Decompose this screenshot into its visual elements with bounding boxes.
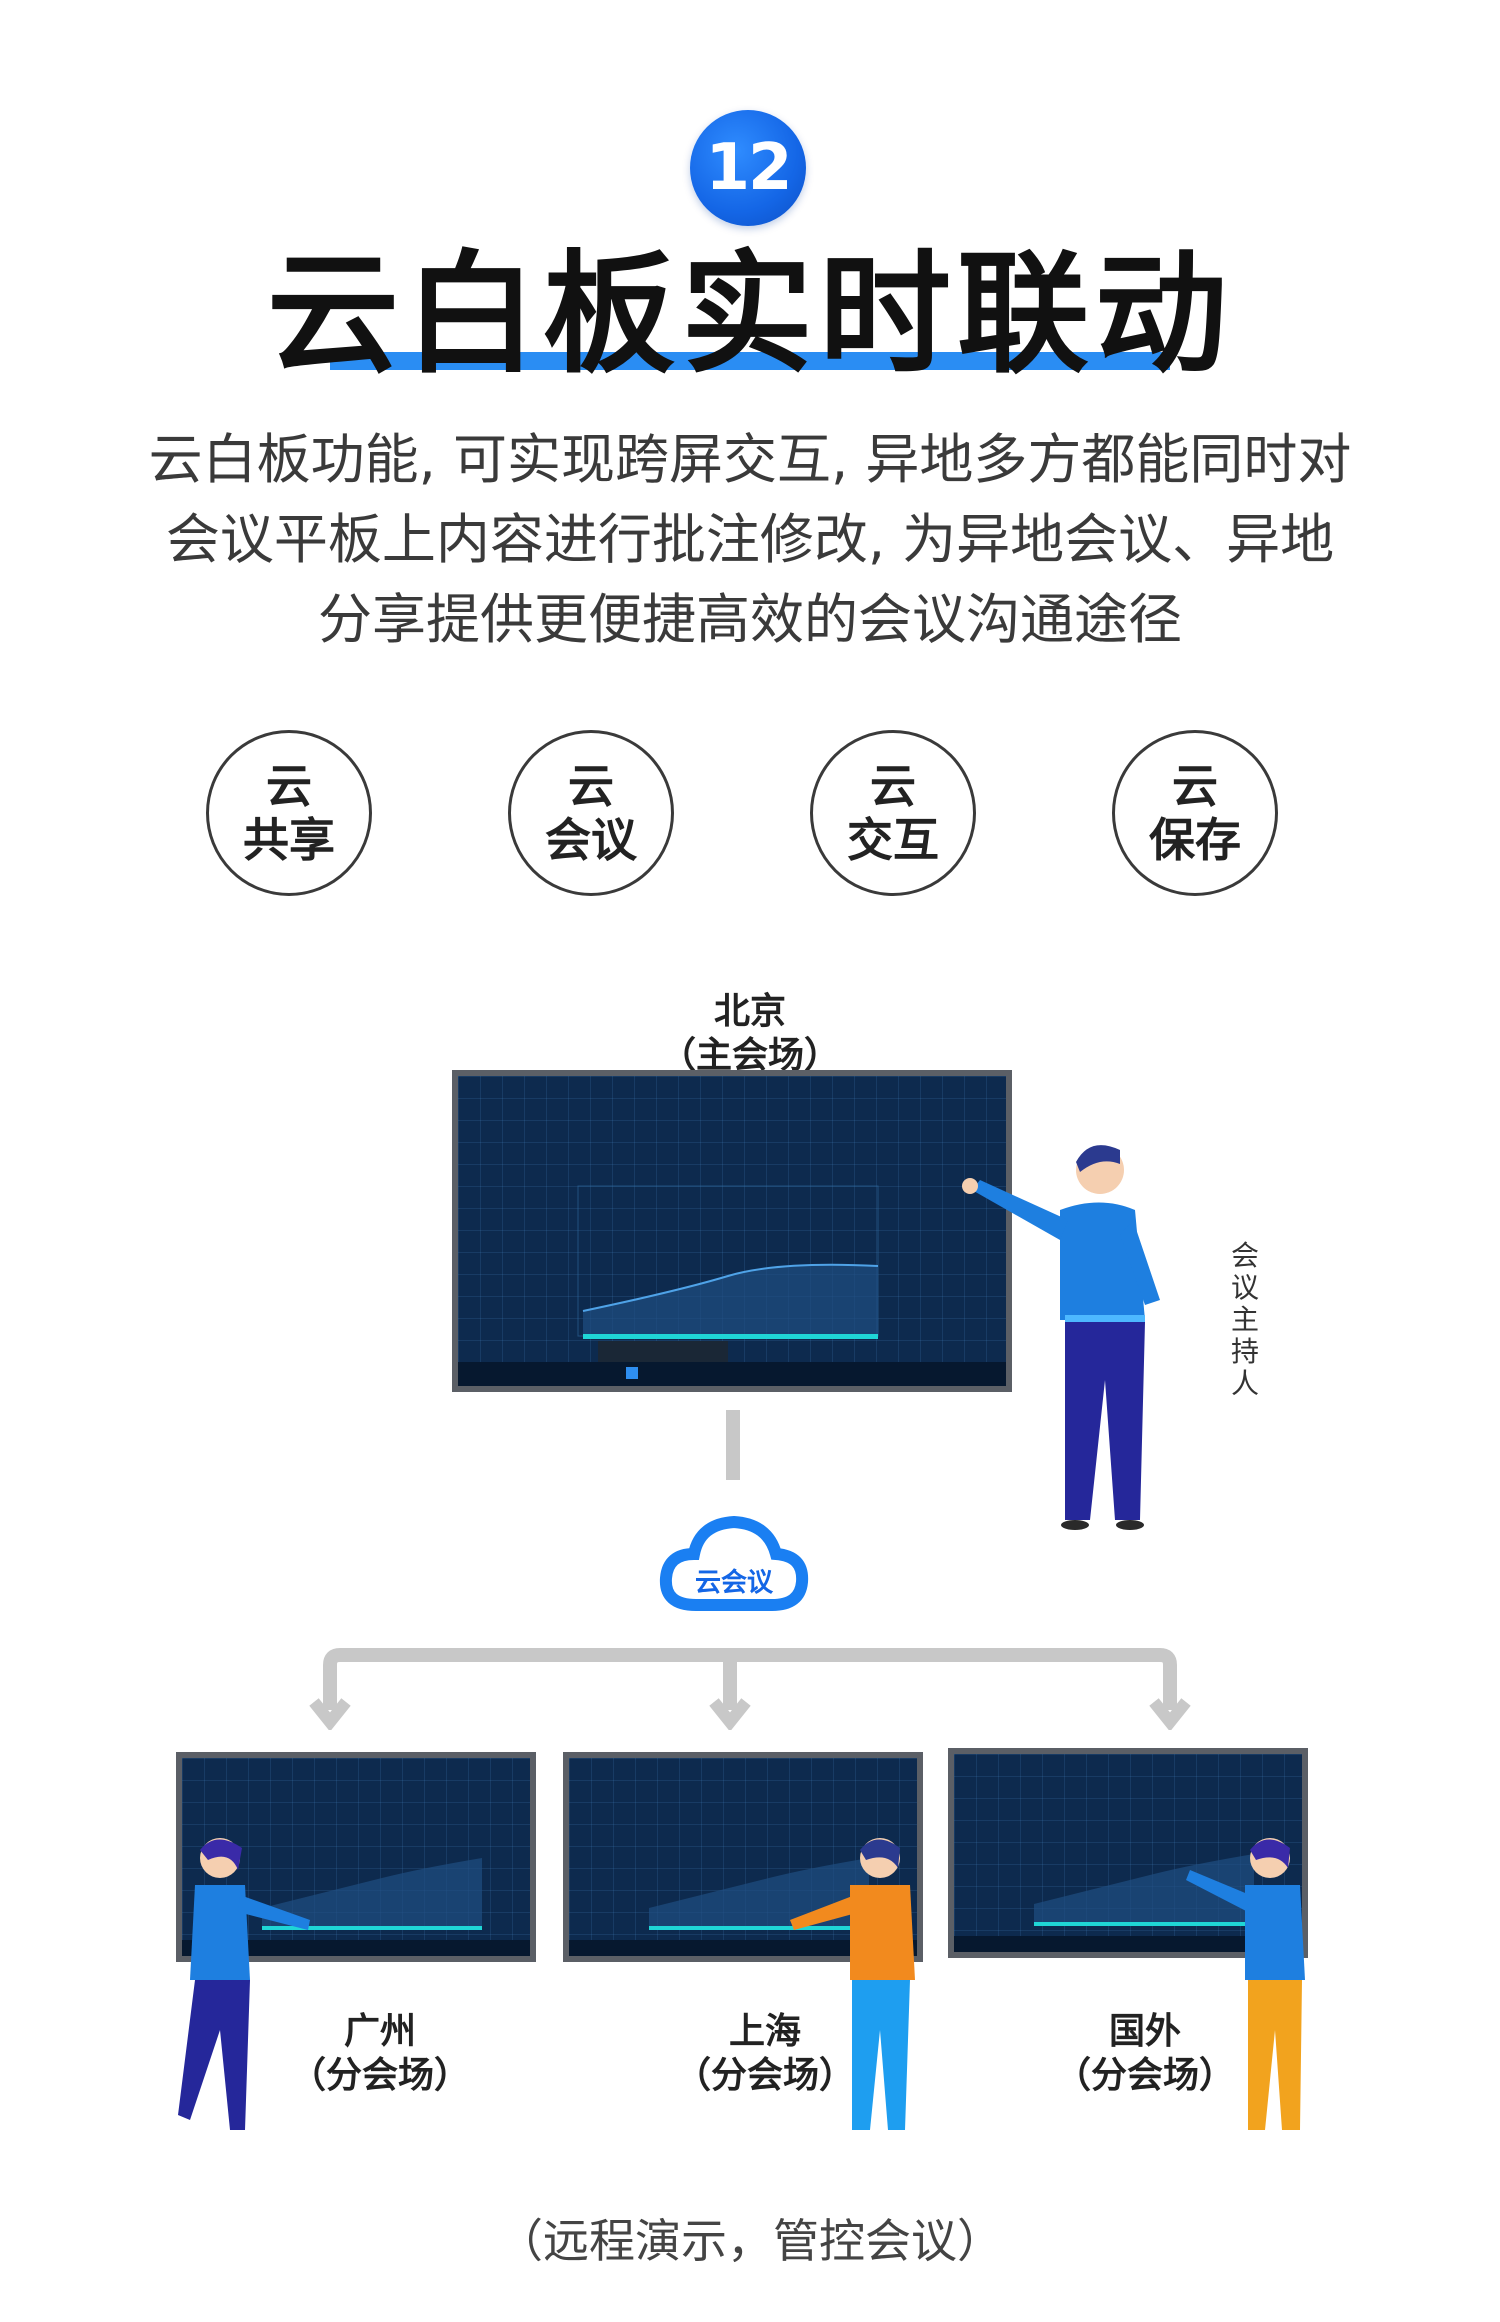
feature-line1: 云 (1172, 759, 1218, 813)
feature-line1: 云 (568, 759, 614, 813)
feature-line2: 会议 (545, 813, 637, 867)
branch-role: （分会场） (289, 2055, 470, 2096)
description: 云白板功能, 可实现跨屏交互, 异地多方都能同时对 会议平板上内容进行批注修改,… (90, 420, 1410, 660)
branch-label-overseas: 国外 （分会场） (995, 2010, 1295, 2098)
whiteboard-content (954, 1854, 1302, 1952)
presenter-figure (962, 1145, 1160, 1530)
branch-role: （分会场） (674, 2055, 855, 2096)
feature-cloud-save: 云 保存 (1112, 730, 1278, 896)
whiteboard-content (569, 1858, 917, 1956)
feature-line2: 交互 (847, 813, 939, 867)
feature-cloud-share: 云 共享 (206, 730, 372, 896)
page-title: 云白板实时联动 (267, 238, 1233, 392)
feature-cloud-meeting: 云 会议 (508, 730, 674, 896)
cloud-icon (659, 1515, 809, 1611)
whiteboard-content (182, 1858, 530, 1956)
main-whiteboard-screen (452, 1070, 1012, 1392)
description-line: 云白板功能, 可实现跨屏交互, 异地多方都能同时对 (148, 428, 1352, 491)
title-underline (330, 352, 1170, 370)
branch-label-guangzhou: 广州 （分会场） (230, 2010, 530, 2098)
section-number: 12 (705, 131, 792, 205)
branch-city: 国外 (1108, 2011, 1181, 2052)
footer-caption: （远程演示，管控会议） (497, 2214, 1003, 2268)
description-line: 会议平板上内容进行批注修改, 为异地会议、异地 (165, 508, 1335, 571)
branch-city: 广州 (343, 2011, 416, 2052)
main-site-city: 北京 (713, 991, 786, 1032)
feature-line2: 共享 (243, 813, 335, 867)
branch-screen-overseas (948, 1748, 1308, 1958)
vertical-connector (726, 1410, 740, 1480)
branch-screen-shanghai (563, 1752, 923, 1962)
host-label: 会议主持人 (1230, 1239, 1259, 1400)
feature-line1: 云 (870, 759, 916, 813)
main-site-label: 北京 （主会场） (600, 990, 900, 1078)
whiteboard-content (458, 1185, 1006, 1386)
section-number-badge: 12 (690, 110, 806, 226)
feature-line1: 云 (266, 759, 312, 813)
branch-role: （分会场） (1054, 2055, 1235, 2096)
branch-person-shanghai (790, 1838, 915, 2130)
feature-cloud-interaction: 云 交互 (810, 730, 976, 896)
feature-line2: 保存 (1149, 813, 1241, 867)
branch-person-guangzhou (178, 1838, 310, 2130)
description-line: 分享提供更便捷高效的会议沟通途径 (318, 588, 1182, 651)
title-wrap: 云白板实时联动 (0, 245, 1500, 385)
main-site-role: （主会场） (659, 1035, 840, 1076)
branch-person-overseas (1186, 1838, 1305, 2130)
distribution-arrows (309, 1648, 1191, 1730)
branch-label-shanghai: 上海 （分会场） (615, 2010, 915, 2098)
branch-city: 上海 (728, 2011, 801, 2052)
cloud-label: 云会议 (694, 1568, 773, 1598)
